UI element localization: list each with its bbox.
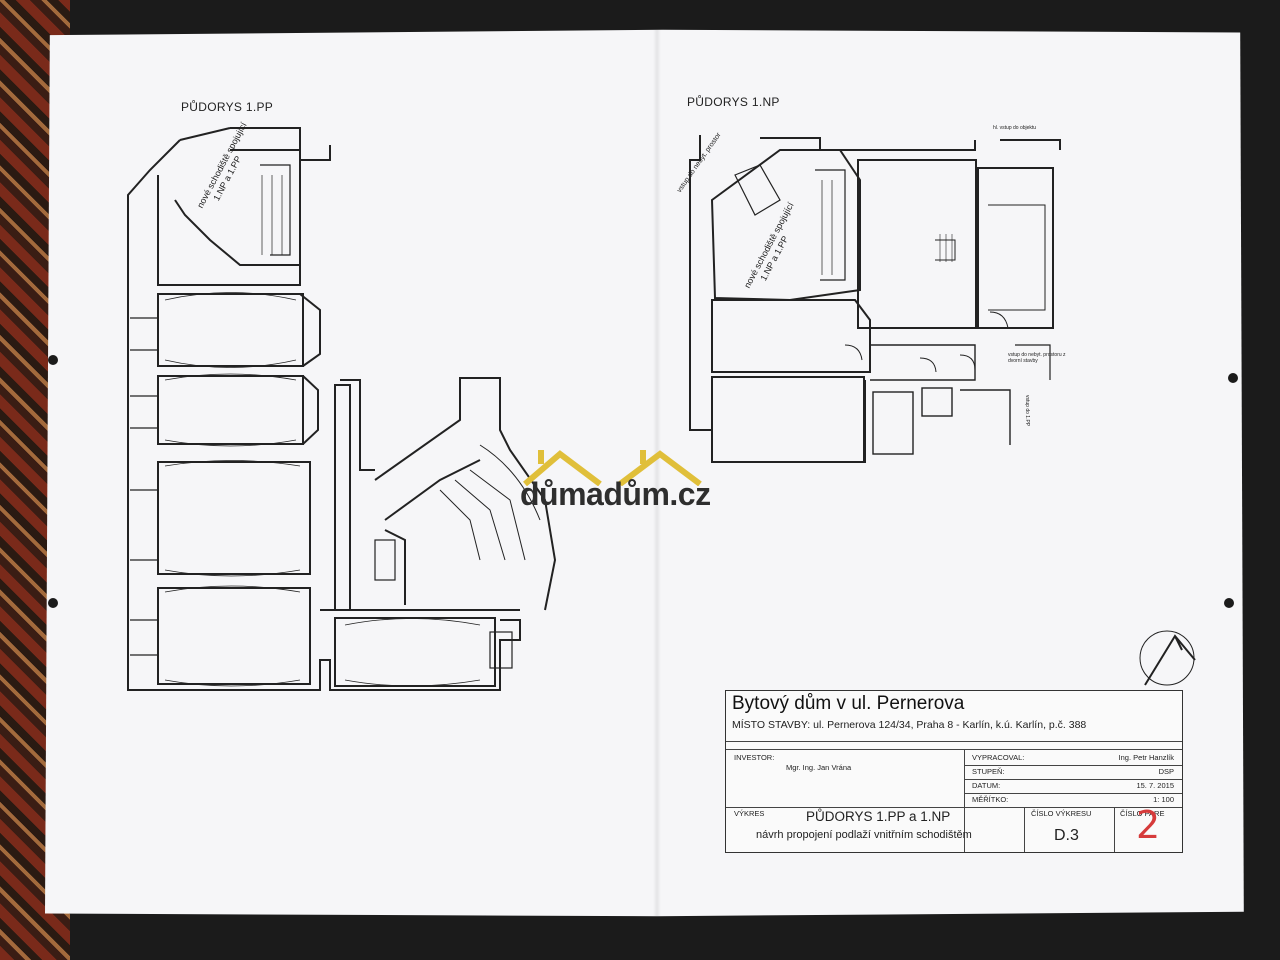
- watermark-brand: důmadům: [520, 476, 670, 512]
- watermark-tld: .cz: [669, 476, 711, 512]
- north-arrow-icon: [1139, 630, 1196, 686]
- left-plan-label: PŮDORYS 1.PP: [181, 100, 274, 114]
- punch-hole: [48, 355, 58, 365]
- house-roof-icon: [523, 450, 702, 486]
- punch-hole: [48, 598, 58, 608]
- drawing-subtitle: návrh propojení podlaží vnitřním schodiš…: [756, 829, 972, 841]
- watermark-logo: důmadům.cz: [520, 446, 780, 516]
- left-corridor: [334, 384, 351, 611]
- investor-value: Mgr. Ing. Jan Vrána: [786, 763, 852, 772]
- punch-hole: [1224, 598, 1234, 608]
- right-room-east: [977, 167, 1054, 329]
- left-room-2: [157, 375, 304, 445]
- scale-label: MĚŘÍTKO:: [972, 795, 1009, 804]
- right-room-south: [711, 376, 865, 463]
- left-plan-outer-wall: [127, 127, 521, 691]
- prepared-value: Ing. Petr Hanzlík: [1118, 753, 1174, 762]
- investor-label: INVESTOR:: [734, 753, 775, 762]
- punch-hole: [1228, 373, 1238, 383]
- paper-fold: [653, 29, 661, 917]
- right-plan-label: PŮDORYS 1.NP: [687, 95, 780, 109]
- entry-note-main: hl. vstup do objektu: [993, 125, 1037, 131]
- scale-value: 1: 100: [1153, 795, 1174, 804]
- left-plan-angled-wing: [374, 377, 557, 611]
- left-room-4: [157, 587, 311, 685]
- left-room-1: [157, 293, 304, 367]
- project-title: Bytový dům v ul. Pernerova: [732, 693, 965, 714]
- prepared-label: VYPRACOVAL:: [972, 753, 1025, 762]
- right-room-west: [711, 299, 871, 373]
- entry-note-courtyard: vstup do nebyt. prostoru z dvorní stavby: [1008, 352, 1066, 364]
- construction-site: MÍSTO STAVBY: ul. Pernerova 124/34, Prah…: [732, 719, 1087, 731]
- drawing-label: VÝKRES: [734, 809, 765, 818]
- drawing-number: D.3: [1054, 827, 1079, 844]
- stage-value: DSP: [1158, 767, 1174, 776]
- copy-number-label: ČÍSLO PARE: [1120, 809, 1165, 818]
- right-room-center: [857, 159, 977, 329]
- drawing-number-label: ČÍSLO VÝKRESU: [1031, 809, 1092, 818]
- entry-note-basement: vstup do 1.PP: [1024, 395, 1030, 427]
- date-value: 15. 7. 2015: [1136, 781, 1174, 790]
- copy-number: 2: [1136, 803, 1161, 847]
- stage-label: STUPEŇ:: [972, 767, 1005, 776]
- drawing-title: PŮDORYS 1.PP a 1.NP: [806, 809, 951, 824]
- title-block: Bytový dům v ul. Pernerova MÍSTO STAVBY:…: [725, 690, 1183, 853]
- date-label: DATUM:: [972, 781, 1001, 790]
- left-room-3: [157, 461, 311, 575]
- right-plan-stair-room: [710, 149, 861, 302]
